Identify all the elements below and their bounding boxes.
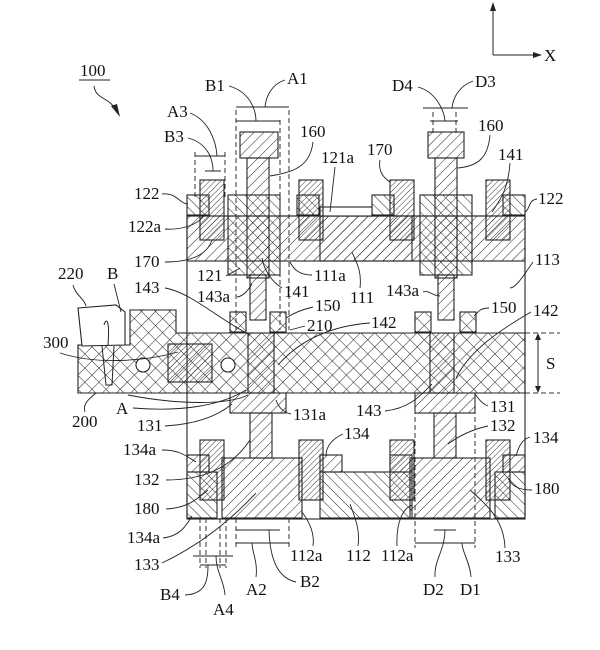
label-132-right: 132 — [490, 416, 516, 435]
label-100: 100 — [80, 61, 106, 80]
label-121: 121 — [197, 266, 223, 285]
label-D4: D4 — [392, 76, 413, 95]
label-180-right: 180 — [534, 479, 560, 498]
left-lower-shaft-132 — [221, 392, 303, 519]
y-axis-label: Y — [487, 0, 499, 2]
label-170-left: 170 — [134, 252, 160, 271]
label-134-left: 134 — [344, 424, 370, 443]
label-B2: B2 — [300, 572, 320, 591]
bottom-screws-180 — [199, 439, 511, 501]
label-A4: A4 — [213, 600, 234, 619]
label-160-left: 160 — [300, 122, 326, 141]
label-B1: B1 — [205, 76, 225, 95]
label-112: 112 — [346, 546, 371, 565]
label-134-right: 134 — [533, 428, 559, 447]
label-141-right: 141 — [498, 145, 524, 164]
label-300: 300 — [43, 333, 69, 352]
label-A3: A3 — [167, 102, 188, 121]
label-133-right: 133 — [495, 547, 521, 566]
label-121a: 121a — [321, 148, 355, 167]
left-shaft-141 — [227, 131, 281, 321]
label-200: 200 — [72, 412, 98, 431]
right-shaft-141 — [419, 131, 473, 321]
label-134a-top: 134a — [123, 440, 157, 459]
label-143a-left: 143a — [197, 287, 231, 306]
bottom-dimensions — [193, 393, 476, 568]
x-axis-label: X — [544, 46, 556, 65]
bushings-150 — [229, 311, 477, 333]
label-131-left: 131 — [137, 416, 163, 435]
label-111a: 111a — [314, 266, 346, 285]
label-210: 210 — [307, 316, 333, 335]
label-B3: B3 — [164, 127, 184, 146]
top-dimensions — [194, 106, 468, 330]
label-A2: A2 — [246, 580, 267, 599]
label-143-left: 143 — [134, 278, 160, 297]
arrow-100-icon — [111, 104, 120, 117]
axis-indicator: X Y — [487, 0, 556, 65]
label-122-left: 122 — [134, 184, 160, 203]
label-D1: D1 — [460, 580, 481, 599]
y-axis-arrow-icon — [490, 2, 496, 11]
label-112a-right: 112a — [381, 546, 414, 565]
label-142-center: 142 — [371, 313, 397, 332]
label-B: B — [107, 264, 118, 283]
label-133-left: 133 — [134, 555, 160, 574]
reference-100: 100 — [79, 61, 120, 117]
label-143-right: 143 — [356, 401, 382, 420]
label-B4: B4 — [160, 585, 180, 604]
label-143a-right: 143a — [386, 281, 420, 300]
board-200 — [77, 309, 526, 394]
label-122-right: 122 — [538, 189, 564, 208]
top-screws-170 — [199, 179, 511, 241]
label-141-left: 141 — [284, 282, 310, 301]
label-A: A — [116, 399, 129, 418]
label-170-right: 170 — [367, 140, 393, 159]
label-131-right: 131 — [490, 397, 516, 416]
label-220: 220 — [58, 264, 84, 283]
x-axis-arrow-icon — [533, 52, 542, 58]
label-132-left: 132 — [134, 470, 160, 489]
label-142-right: 142 — [533, 301, 559, 320]
label-160-right: 160 — [478, 116, 504, 135]
label-D2: D2 — [423, 580, 444, 599]
label-111: 111 — [350, 288, 374, 307]
label-180-left: 180 — [134, 499, 160, 518]
label-S: S — [546, 354, 555, 373]
label-150-left: 150 — [315, 296, 341, 315]
label-122a: 122a — [128, 217, 162, 236]
component-300 — [167, 343, 213, 383]
right-lower-shaft-132 — [409, 392, 491, 519]
label-D3: D3 — [475, 72, 496, 91]
dimension-S: S — [525, 332, 560, 394]
label-A1: A1 — [287, 69, 308, 88]
connector-220 — [77, 304, 126, 386]
label-150-right: 150 — [491, 298, 517, 317]
label-131a: 131a — [293, 405, 327, 424]
label-134a-bottom: 134a — [127, 528, 161, 547]
part-labels: B1 A1 A3 B3 D4 D3 160 160 170 141 121a 1… — [43, 69, 564, 619]
label-112a-left: 112a — [290, 546, 323, 565]
label-113: 113 — [535, 250, 560, 269]
